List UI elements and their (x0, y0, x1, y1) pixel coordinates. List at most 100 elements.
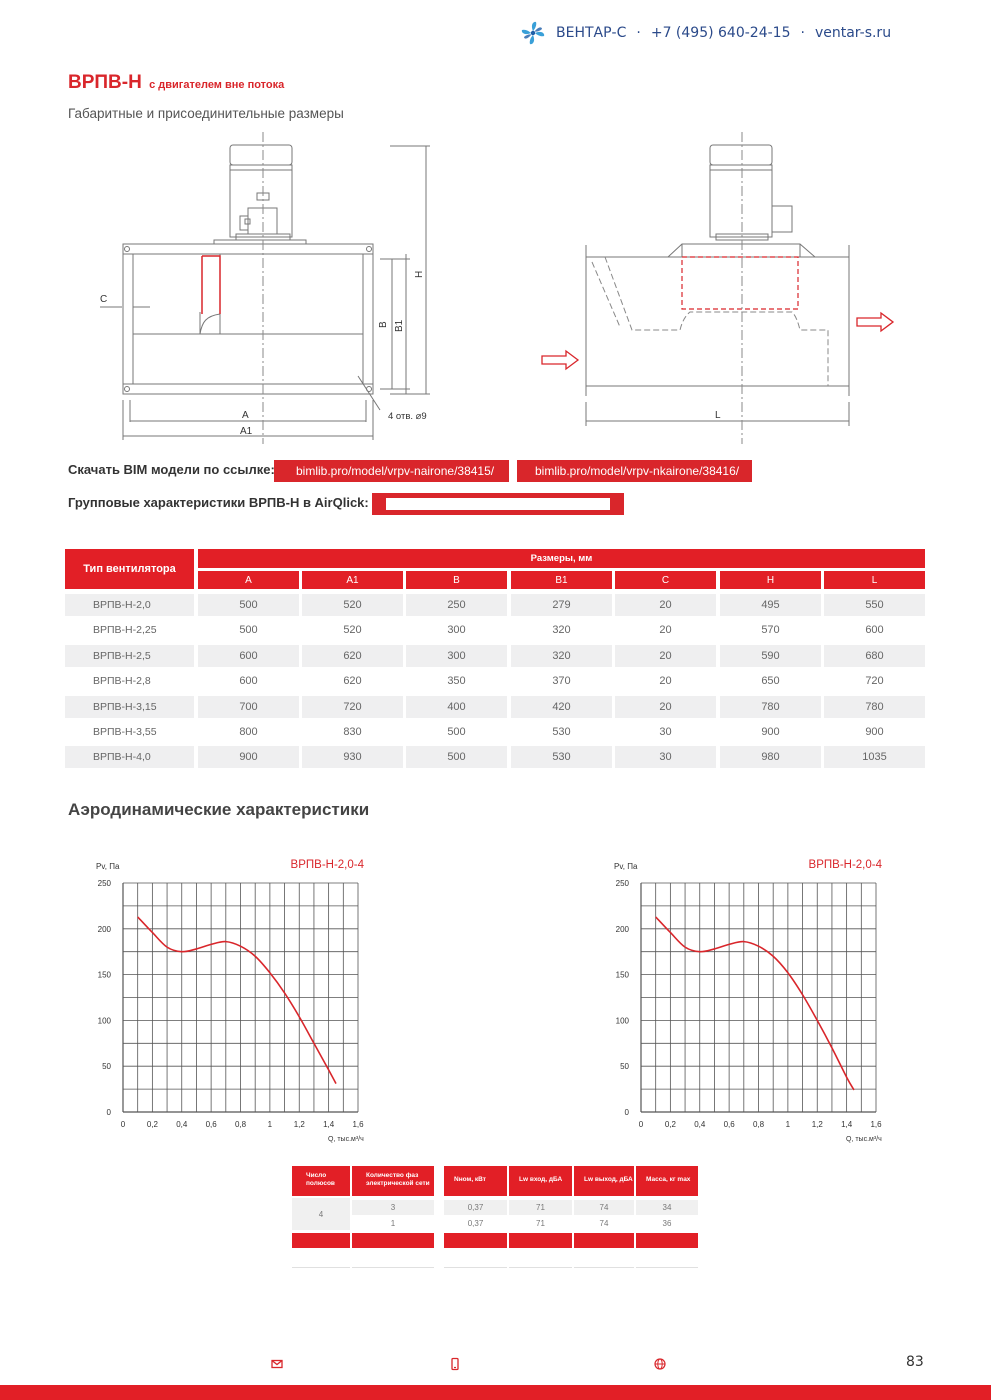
size-cell: 500 (406, 746, 507, 769)
series-line (137, 916, 337, 1084)
x-tick-label: 1,4 (323, 1120, 335, 1129)
front-view-drawing: C A A1 B B1 H 4 отв. ⌀9 (100, 132, 430, 444)
column-header: B (406, 571, 507, 589)
x-tick-label: 0,6 (724, 1120, 736, 1129)
y-tick-label: 200 (616, 925, 630, 934)
chart-ylabel: Pv, Па (96, 862, 120, 871)
y-tick-label: 250 (616, 879, 630, 888)
dim-label-b: B (378, 321, 389, 328)
column-header: A1 (302, 571, 403, 589)
mail-icon[interactable] (270, 1357, 284, 1371)
size-cell: 780 (824, 695, 925, 718)
chart-xlabel: Q, тыс.м³/ч (328, 1136, 364, 1143)
x-tick-label: 1,2 (294, 1120, 306, 1129)
phone-icon[interactable] (448, 1357, 462, 1371)
x-tick-label: 0,8 (753, 1120, 765, 1129)
fan-type-cell: ВРПВ-Н-2,0 (65, 594, 194, 616)
dim-label-c: C (100, 294, 107, 305)
spec-cell: 0,37 (467, 1219, 484, 1228)
series-line (655, 916, 855, 1091)
bim-link-2[interactable]: bimlib.pro/model/vrpv-nkairone/38416/ (517, 460, 752, 482)
size-cell: 720 (302, 695, 403, 718)
x-tick-label: 0,2 (147, 1120, 159, 1129)
size-cell: 530 (552, 726, 571, 738)
dim-label-b1: B1 (394, 319, 405, 332)
size-cell: 900 (761, 726, 780, 738)
size-cell: 320 (511, 644, 612, 667)
poles-value: 4 (292, 1198, 350, 1230)
size-cell: 620 (343, 675, 362, 688)
x-tick-label: 0,4 (694, 1120, 706, 1129)
size-cell: 30 (659, 726, 672, 738)
airqlick-label: Групповые характеристики ВРПВ-Н в AirQli… (68, 495, 369, 510)
spec-footer-cell (352, 1233, 434, 1248)
x-tick-label: 1,6 (352, 1120, 364, 1129)
size-cell: 720 (865, 675, 884, 688)
chart-title: ВРПВ-Н-2,0-4 (808, 859, 882, 871)
spec-header: Lw вход, дБА (509, 1166, 572, 1196)
y-tick-label: 100 (616, 1016, 630, 1025)
spec-divider (509, 1267, 572, 1268)
aero-section-title: Аэродинамические характеристики (68, 800, 370, 819)
size-cell: 30 (615, 746, 716, 769)
size-cell: 20 (615, 594, 716, 616)
chart-title: ВРПВ-Н-2,0-4 (290, 859, 364, 871)
size-cell: 300 (406, 644, 507, 667)
size-cell: 20 (615, 695, 716, 718)
brand-separator: · (636, 25, 641, 41)
fan-type-cell: ВРПВ-Н-3,15 (65, 695, 194, 718)
size-cell: 550 (824, 594, 925, 616)
size-cell: 500 (447, 726, 466, 738)
y-tick-label: 50 (102, 1062, 111, 1071)
size-cell: 830 (343, 726, 362, 738)
spec-divider (292, 1267, 350, 1268)
size-cell: 370 (552, 675, 571, 688)
x-tick-label: 1,2 (812, 1120, 824, 1129)
bim-link-1[interactable]: bimlib.pro/model/vrpv-nairone/38415/ (274, 460, 509, 482)
size-cell: 500 (198, 594, 299, 616)
fan-type-cell: ВРПВ-Н-2,8 (93, 675, 151, 688)
spec-divider (352, 1267, 434, 1268)
size-cell: 350 (447, 675, 466, 688)
bim-label: Скачать BIM модели по ссылке: (68, 462, 275, 477)
x-tick-label: 0 (639, 1120, 644, 1129)
x-tick-label: 1 (268, 1120, 273, 1129)
spec-cell: 74 (599, 1219, 609, 1228)
y-tick-label: 150 (98, 971, 112, 980)
spec-cell: 36 (662, 1219, 672, 1228)
y-tick-label: 50 (620, 1062, 629, 1071)
airqlick-link[interactable] (372, 493, 624, 515)
globe-icon[interactable] (653, 1357, 667, 1371)
spec-divider (636, 1267, 698, 1268)
y-tick-label: 200 (98, 925, 112, 934)
brand-phone[interactable]: +7 (495) 640-24-15 (650, 25, 791, 41)
x-tick-label: 0,2 (665, 1120, 677, 1129)
spec-cell: 0,37 (444, 1200, 507, 1215)
spec-footer-cell (636, 1233, 698, 1248)
size-cell: 520 (343, 624, 362, 637)
size-cell: 700 (198, 695, 299, 718)
type-header: Тип вентилятора (65, 549, 194, 589)
spec-cell: 71 (536, 1219, 545, 1228)
spec-header: Масса, кг max (636, 1166, 698, 1196)
brand-header: ВЕНТАР-С · +7 (495) 640-24-15 · ventar-s… (520, 18, 891, 48)
spec-cell: 34 (636, 1200, 698, 1215)
spec-cell: 3 (352, 1200, 434, 1215)
x-tick-label: 1,4 (841, 1120, 853, 1129)
size-cell: 320 (552, 624, 571, 637)
fan-type-cell: ВРПВ-Н-2,25 (93, 624, 157, 637)
size-cell: 495 (720, 594, 821, 616)
brand-website[interactable]: ventar-s.ru (814, 25, 892, 41)
column-header: H (720, 571, 821, 589)
model-name: ВРПВ-Н (68, 72, 142, 93)
brand-separator: · (800, 25, 805, 41)
dim-label-holes: 4 отв. ⌀9 (388, 411, 427, 422)
y-tick-label: 0 (107, 1108, 112, 1117)
